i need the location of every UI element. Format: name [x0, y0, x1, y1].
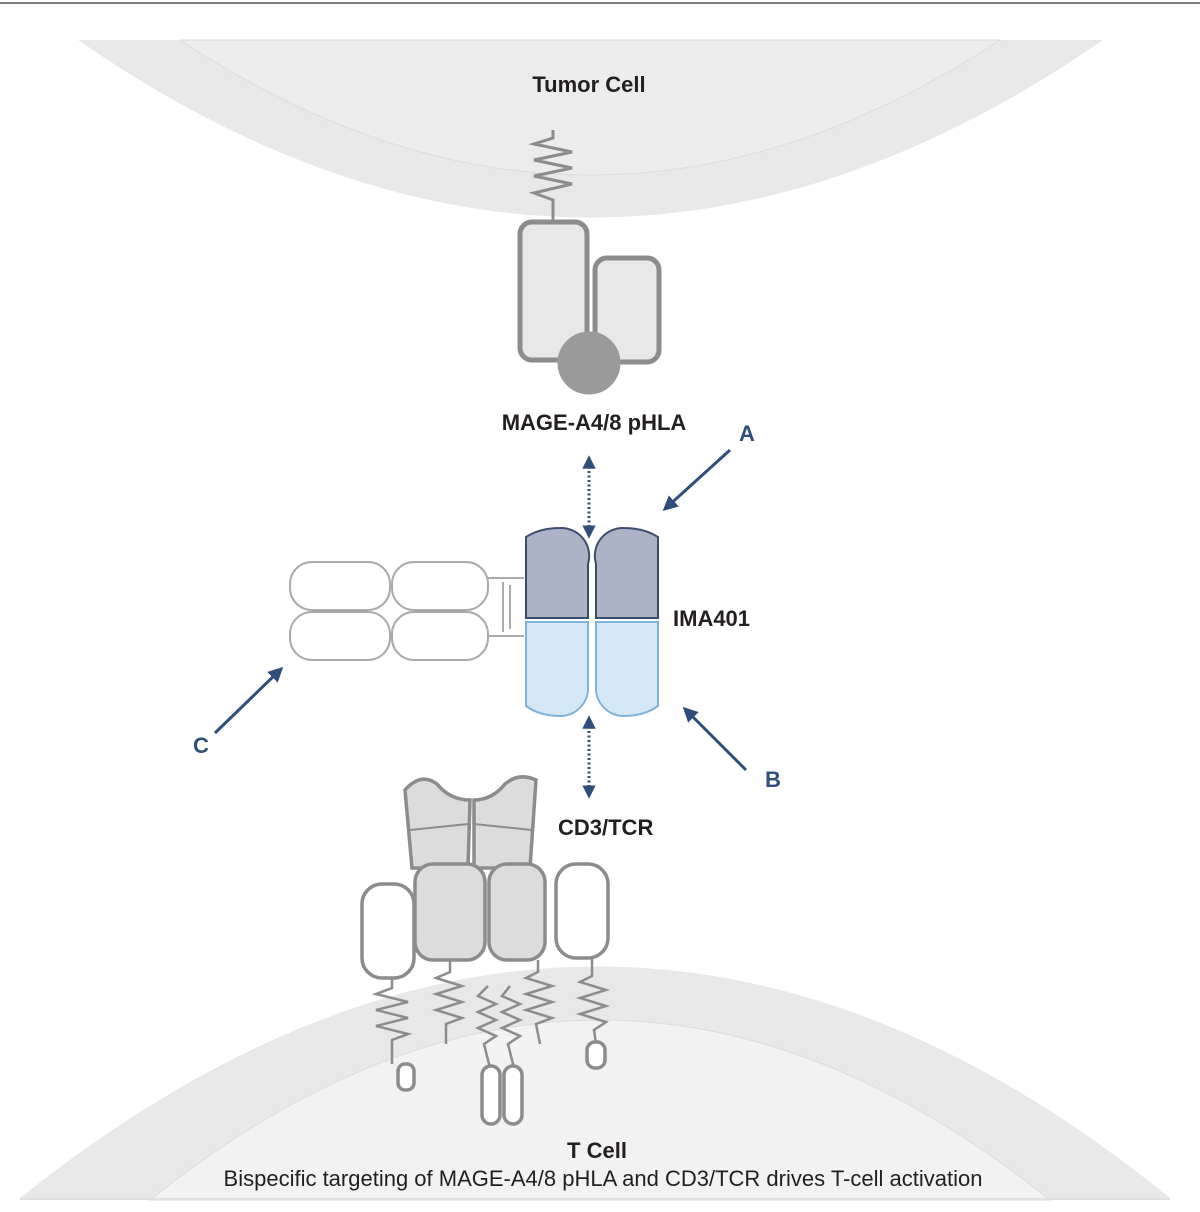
tcr-domain-right	[593, 526, 659, 619]
cd3-zeta-spring-1	[474, 985, 500, 1069]
mage-peptide	[557, 331, 621, 395]
fc-domain-4	[391, 611, 489, 661]
pHLA-membrane-anchor-spring	[528, 130, 573, 212]
tcr-beta-constant	[487, 862, 547, 962]
tcr-alpha-constant	[413, 862, 487, 962]
mage-pHLA-complex	[517, 130, 662, 395]
beta2-microglobulin	[592, 255, 662, 365]
cd3-gamma	[554, 862, 610, 960]
callout-arrow-c	[213, 666, 284, 735]
cd3-tcr-complex	[360, 775, 611, 1126]
pHLA-label: MAGE-A4/8 pHLA	[502, 410, 687, 435]
ima401-label: IMA401	[673, 606, 750, 631]
tumor-cell-label: Tumor Cell	[532, 72, 645, 97]
cd3-zeta-spring-2	[498, 985, 524, 1069]
hla-heavy-chain	[517, 219, 590, 363]
fc-domain-3	[289, 611, 391, 661]
tumor-cell-membrane-inner	[178, 39, 1002, 176]
tcr-alpha-variable	[403, 777, 472, 870]
callout-label-a: A	[739, 421, 755, 446]
cd3-gamma-tail	[585, 1040, 607, 1070]
cd3-gamma-spring	[575, 958, 611, 1045]
cd3-domain-left	[525, 621, 590, 718]
t-cell-membrane-inner	[148, 1019, 1052, 1201]
cd3-epsilon	[360, 882, 416, 980]
cd3-zeta-tail-1	[480, 1064, 502, 1126]
cd3-epsilon-tail	[396, 1062, 416, 1092]
callout-arrow-a	[662, 448, 732, 512]
diagram-caption: Bispecific targeting of MAGE-A4/8 pHLA a…	[224, 1166, 983, 1191]
t-cell-label: T Cell	[567, 1138, 627, 1163]
fc-domain-1	[289, 561, 391, 611]
tcr-beta-spring	[521, 960, 557, 1045]
cd3-zeta-tail-2	[502, 1064, 524, 1126]
ima401-molecule	[289, 526, 659, 718]
tcr-domain-left	[525, 526, 591, 619]
tcr-alpha-spring	[431, 960, 467, 1044]
callout-arrow-b	[682, 706, 748, 772]
tcr-beta-variable	[472, 775, 538, 870]
fc-domain-2	[391, 561, 489, 611]
callout-label-c: C	[193, 733, 209, 758]
callout-label-b: B	[765, 767, 781, 792]
cd3-epsilon-spring	[371, 978, 413, 1064]
cd3-tcr-label: CD3/TCR	[558, 815, 653, 840]
cd3-domain-right	[594, 621, 659, 718]
